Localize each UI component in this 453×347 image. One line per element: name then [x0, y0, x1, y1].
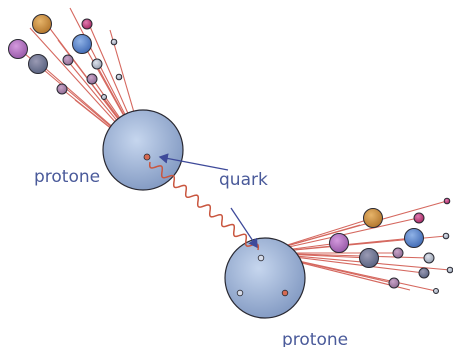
arrow-to-quark-bottom	[230, 207, 258, 249]
top-particles	[8, 14, 123, 100]
quark-bottom-left	[236, 289, 244, 297]
bottom-particles	[329, 197, 453, 294]
label-proton-bottom: protone	[282, 330, 348, 347]
label-quark: quark	[219, 170, 268, 190]
arrow-to-quark-top	[158, 153, 229, 171]
quark-bottom-right	[281, 289, 289, 297]
quark-top-active	[143, 153, 151, 161]
label-proton-top: protone	[34, 167, 100, 187]
proton-bottom	[224, 237, 306, 319]
quark-bottom-active	[257, 254, 265, 262]
gluon-wave-line	[148, 161, 260, 251]
proton-top	[102, 109, 184, 191]
